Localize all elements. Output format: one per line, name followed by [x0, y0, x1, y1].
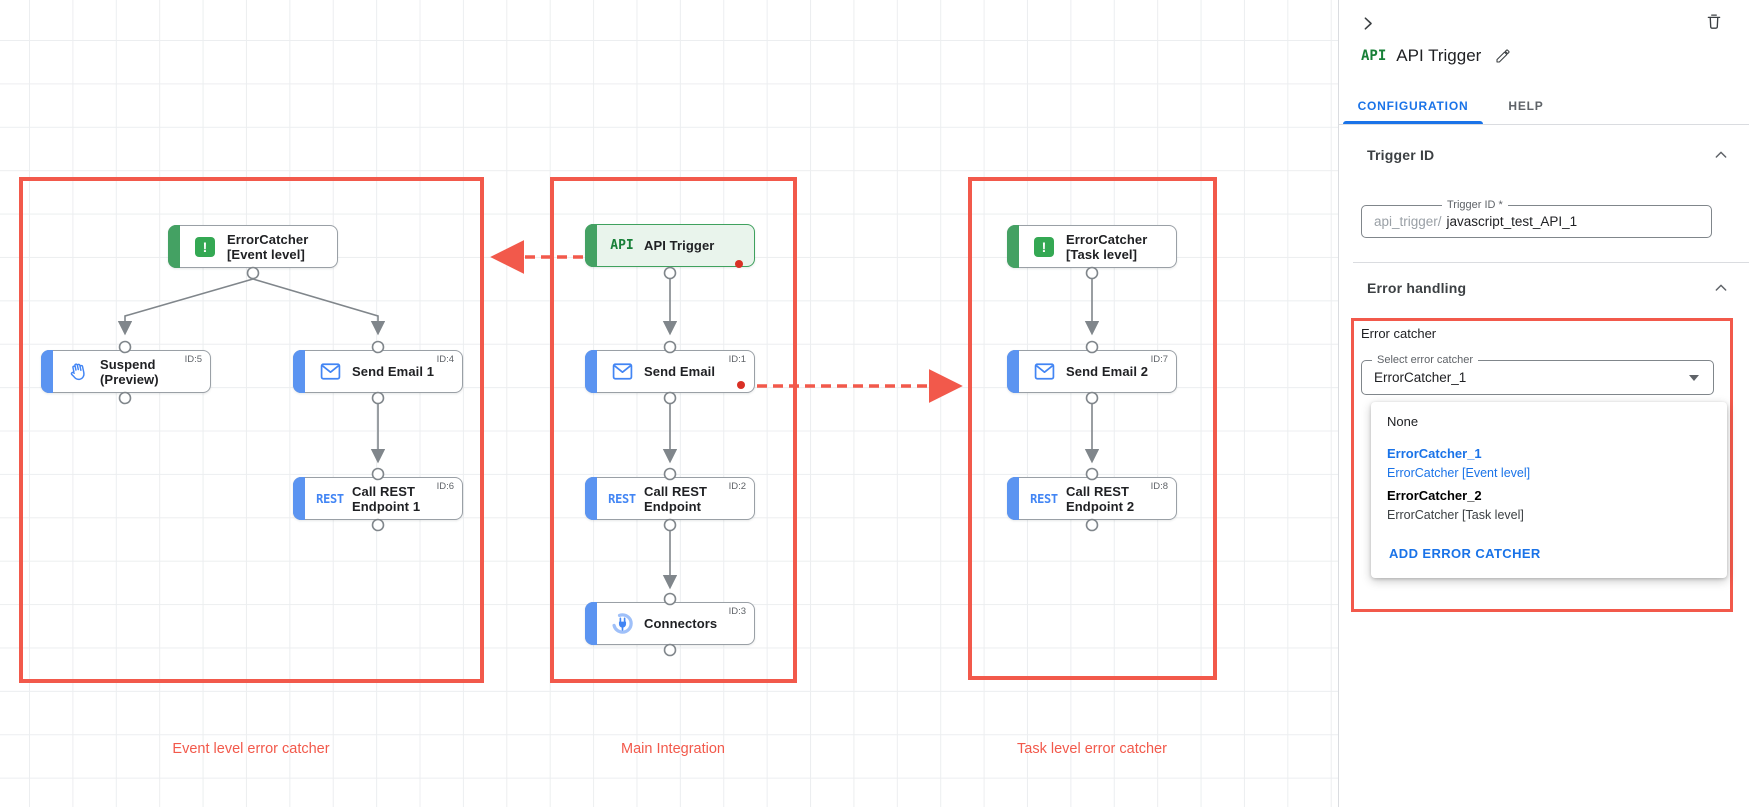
connectors-icon [604, 603, 640, 644]
rest-icon: REST [608, 491, 636, 506]
error-catcher-menu: None ErrorCatcher_1 ErrorCatcher [Event … [1371, 402, 1727, 578]
integration-canvas[interactable]: Event level error catcher Main Integrati… [0, 0, 1338, 807]
node-accent-bar [1007, 350, 1019, 393]
error-catcher-highlight-frame [1351, 318, 1733, 612]
node-id-label: ID:2 [728, 481, 746, 492]
tab-configuration[interactable]: CONFIGURATION [1339, 88, 1487, 124]
node-id-label: ID:8 [1150, 481, 1168, 492]
node-suspend-preview[interactable]: Suspend(Preview) ID:5 [41, 350, 211, 393]
node-send-email-1[interactable]: Send Email 1 ID:4 [293, 350, 463, 393]
node-accent-bar [41, 350, 53, 393]
node-id-label: ID:6 [436, 481, 454, 492]
rest-icon: REST [1030, 491, 1058, 506]
node-errorcatcher-event-level[interactable]: ! ErrorCatcher[Event level] [168, 225, 338, 268]
node-id-label: ID:3 [728, 606, 746, 617]
rest-icon: REST [316, 491, 344, 506]
suspend-hand-icon [60, 351, 96, 392]
node-accent-bar [585, 224, 597, 267]
task-level-caption: Task level error catcher [1017, 741, 1167, 757]
error-catcher-icon: ! [187, 226, 223, 267]
edit-title-pencil-icon[interactable] [1491, 44, 1515, 68]
error-handling-section-title: Error handling [1367, 280, 1467, 296]
collapse-error-handling-icon[interactable] [1713, 280, 1729, 296]
node-accent-bar [293, 477, 305, 520]
select-error-catcher-label: Select error catcher [1372, 354, 1478, 366]
event-level-caption: Event level error catcher [172, 741, 330, 757]
trigger-id-input[interactable]: Trigger ID * api_trigger/ javascript_tes… [1361, 199, 1712, 238]
error-catcher-icon: ! [1026, 226, 1062, 267]
node-errorcatcher-task-level[interactable]: ! ErrorCatcher[Task level] [1007, 225, 1177, 268]
node-send-email-2[interactable]: Send Email 2 ID:7 [1007, 350, 1177, 393]
dropdown-caret-icon [1689, 375, 1699, 381]
trigger-id-section-title: Trigger ID [1367, 147, 1435, 163]
tab-help[interactable]: HELP [1508, 99, 1544, 113]
node-api-trigger[interactable]: API API Trigger [585, 224, 755, 267]
api-trigger-icon: API [610, 238, 634, 253]
main-integration-group-box [550, 177, 797, 683]
task-level-group-box [968, 177, 1217, 680]
node-id-label: ID:4 [436, 354, 454, 365]
panel-tabs: CONFIGURATION HELP [1339, 88, 1749, 125]
node-id-label: ID:1 [728, 354, 746, 365]
menu-option-none[interactable]: None [1387, 414, 1419, 429]
panel-title: API Trigger [1396, 46, 1482, 65]
node-accent-bar [1007, 225, 1019, 268]
node-id-label: ID:7 [1150, 354, 1168, 365]
select-error-catcher-dropdown[interactable]: Select error catcher ErrorCatcher_1 [1361, 354, 1714, 395]
email-icon [312, 351, 348, 392]
node-accent-bar [293, 350, 305, 393]
trigger-id-value: javascript_test_API_1 [1446, 214, 1578, 229]
email-icon [1026, 351, 1062, 392]
menu-option-errorcatcher-2[interactable]: ErrorCatcher_2 ErrorCatcher [Task level] [1387, 488, 1524, 522]
trigger-id-input-label: Trigger ID * [1442, 199, 1508, 211]
node-accent-bar [585, 602, 597, 645]
collapse-trigger-id-icon[interactable] [1713, 147, 1729, 163]
node-accent-bar [168, 225, 180, 268]
node-id-label: ID:5 [184, 354, 202, 365]
node-accent-bar [585, 477, 597, 520]
add-error-catcher-button[interactable]: ADD ERROR CATCHER [1389, 546, 1541, 561]
config-side-panel: API API Trigger CONFIGURATION HELP Trigg… [1338, 0, 1749, 807]
selected-error-catcher: ErrorCatcher_1 [1374, 370, 1467, 385]
node-accent-bar [585, 350, 597, 393]
email-icon [604, 351, 640, 392]
event-level-group-box [19, 177, 484, 683]
node-connectors[interactable]: Connectors ID:3 [585, 602, 755, 645]
trigger-id-prefix: api_trigger/ [1374, 214, 1442, 229]
delete-trigger-button[interactable] [1702, 9, 1726, 33]
node-send-email[interactable]: Send Email ID:1 [585, 350, 755, 393]
menu-option-errorcatcher-1[interactable]: ErrorCatcher_1 ErrorCatcher [Event level… [1387, 446, 1531, 480]
error-catcher-label: Error catcher [1361, 326, 1437, 341]
node-accent-bar [1007, 477, 1019, 520]
api-trigger-badge-icon: API [1361, 48, 1387, 64]
main-integration-caption: Main Integration [621, 741, 725, 757]
collapse-panel-button[interactable] [1355, 11, 1379, 35]
